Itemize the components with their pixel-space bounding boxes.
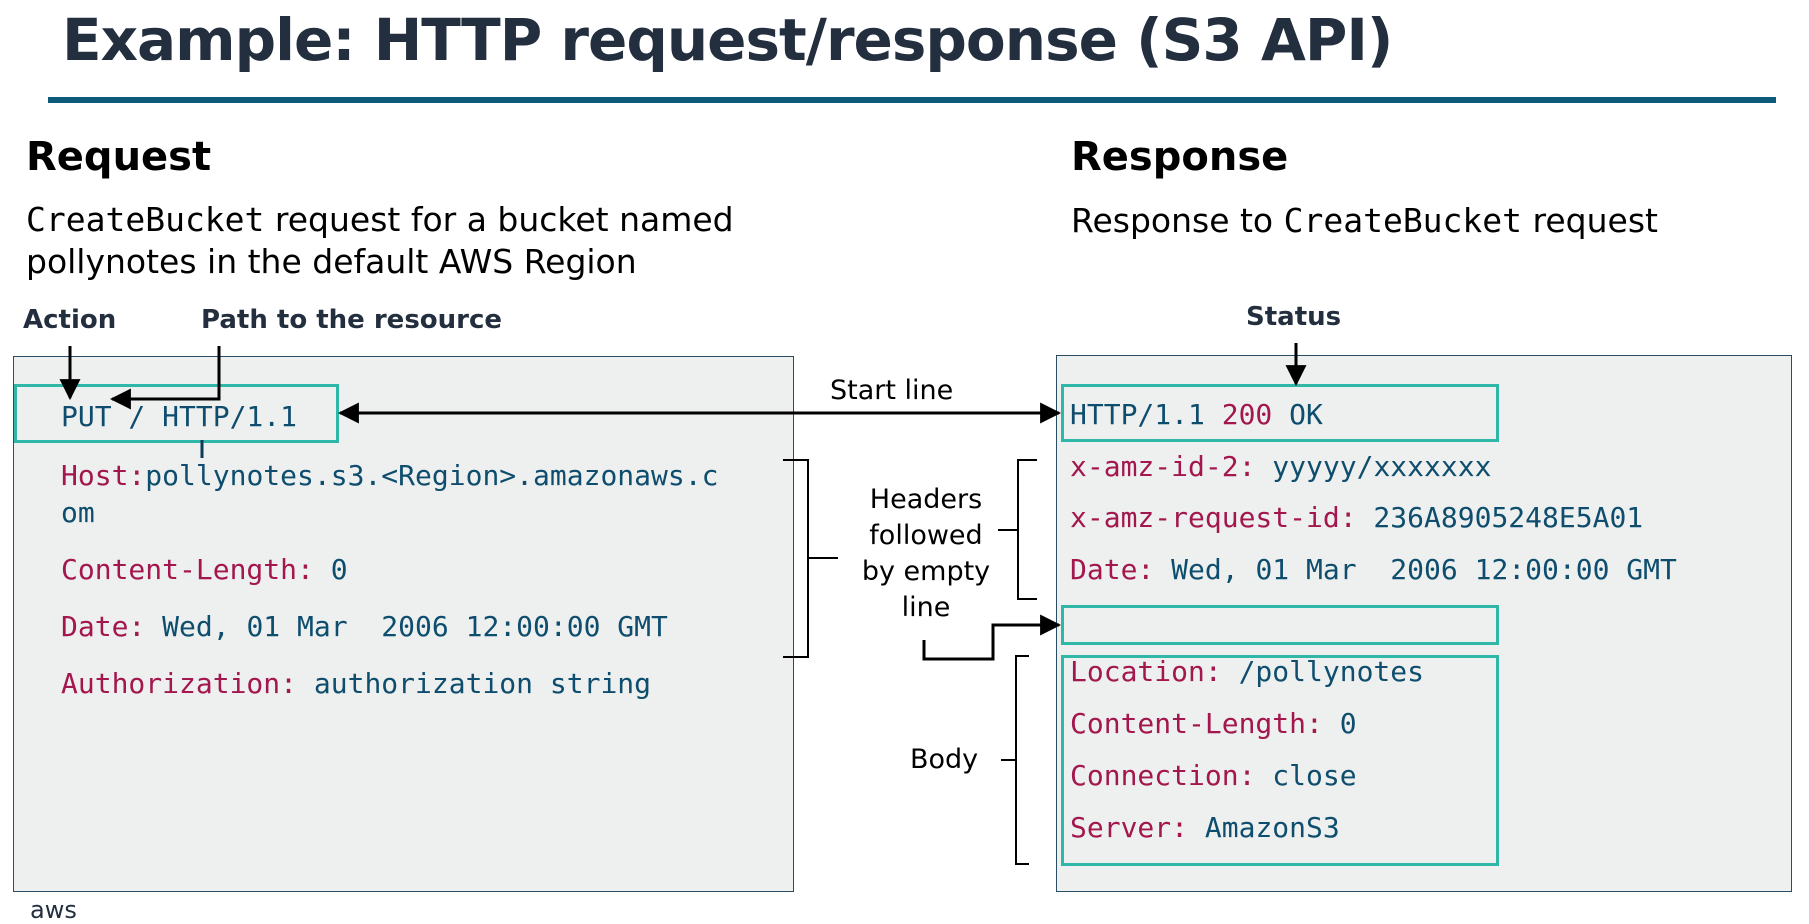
body-value: 0 [1322,707,1357,740]
request-start-line: PUT / HTTP/1.1 [61,400,298,433]
request-header-date: Date: Wed, 01 Mar 2006 12:00:00 GMT [61,610,668,643]
body-key: Connection: [1070,759,1256,792]
body-value: /pollynotes [1221,655,1425,688]
response-headers-bracket [1017,459,1037,600]
path-arrow [109,346,221,410]
response-panel [1056,355,1792,892]
status-code: 200 [1221,398,1273,431]
header-value: pollynotes.s3.<Region>.amazonaws.c [145,459,719,492]
header-value: Wed, 01 Mar 2006 12:00:00 GMT [1154,553,1677,586]
status-label: Status [1246,302,1342,332]
response-status-line: HTTP/1.1 200 OK [1070,398,1323,431]
body-value: close [1255,759,1357,792]
request-header-content-length: Content-Length: 0 [61,553,348,586]
response-header-amz-id: x-amz-id-2: yyyyy/xxxxxxx [1070,450,1491,483]
header-key: Date: [1070,553,1155,586]
title-divider [48,97,1776,103]
response-body-server: Server: AmazonS3 [1070,811,1340,844]
header-key: Host: [61,459,146,492]
page-title: Example: HTTP request/response (S3 API) [62,6,1393,74]
headers-note-line: Headers [869,484,983,515]
headers-note: Headers followed by empty line [850,482,1002,626]
header-value: authorization string [297,667,652,700]
request-header-authorization: Authorization: authorization string [61,667,651,700]
response-description: Response to CreateBucket request [1071,200,1658,242]
response-body-box [1061,655,1499,866]
path-label: Path to the resource [201,305,503,335]
request-desc-code: CreateBucket [26,200,265,239]
response-desc-code: CreateBucket [1283,201,1523,240]
body-bracket [1015,655,1029,865]
response-desc-pre: Response to [1071,201,1284,240]
body-key: Content-Length: [1070,707,1323,740]
response-body-location: Location: /pollynotes [1070,655,1424,688]
response-header-request-id: x-amz-request-id: 236A8905248E5A01 [1070,501,1643,534]
response-body-connection: Connection: close [1070,759,1357,792]
headers-note-line: line [901,592,951,623]
request-desc-text: request for a bucket named [264,200,734,239]
empty-line-arrow [922,614,1062,661]
request-header-host-cont: om [61,496,95,529]
header-value: yyyyy/xxxxxxx [1255,450,1492,483]
status-text: OK [1272,398,1323,431]
status-version: HTTP/1.1 [1070,398,1222,431]
header-key: Content-Length: [61,553,314,586]
response-status-line-box [1061,384,1499,442]
header-value: 0 [313,553,348,586]
headers-note-line: followed [869,520,983,551]
headers-note-line: by empty [861,556,991,587]
body-label: Body [910,744,979,775]
request-start-line-box [14,384,339,443]
header-value: 236A8905248E5A01 [1356,501,1644,534]
request-desc-line2: pollynotes in the default AWS Region [26,242,637,281]
aws-logo: aws [30,896,77,924]
header-key: Date: [61,610,146,643]
request-header-host: Host:pollynotes.s3.<Region>.amazonaws.c [61,459,718,492]
header-key: x-amz-id-2: [1070,450,1256,483]
request-heading: Request [26,134,212,180]
header-value: Wed, 01 Mar 2006 12:00:00 GMT [145,610,668,643]
body-key: Server: [1070,811,1189,844]
body-value: AmazonS3 [1188,811,1340,844]
response-heading: Response [1071,134,1289,180]
request-headers-bracket [783,459,809,658]
action-label: Action [23,305,117,335]
response-desc-post: request [1522,201,1658,240]
start-line-label: Start line [830,375,954,406]
response-body-content-length: Content-Length: 0 [1070,707,1357,740]
response-empty-line-box [1061,605,1499,645]
request-description: CreateBucket request for a bucket named … [26,199,734,283]
request-panel [13,356,794,892]
header-key: Authorization: [61,667,298,700]
body-key: Location: [1070,655,1222,688]
response-header-date: Date: Wed, 01 Mar 2006 12:00:00 GMT [1070,553,1677,586]
header-key: x-amz-request-id: [1070,501,1357,534]
